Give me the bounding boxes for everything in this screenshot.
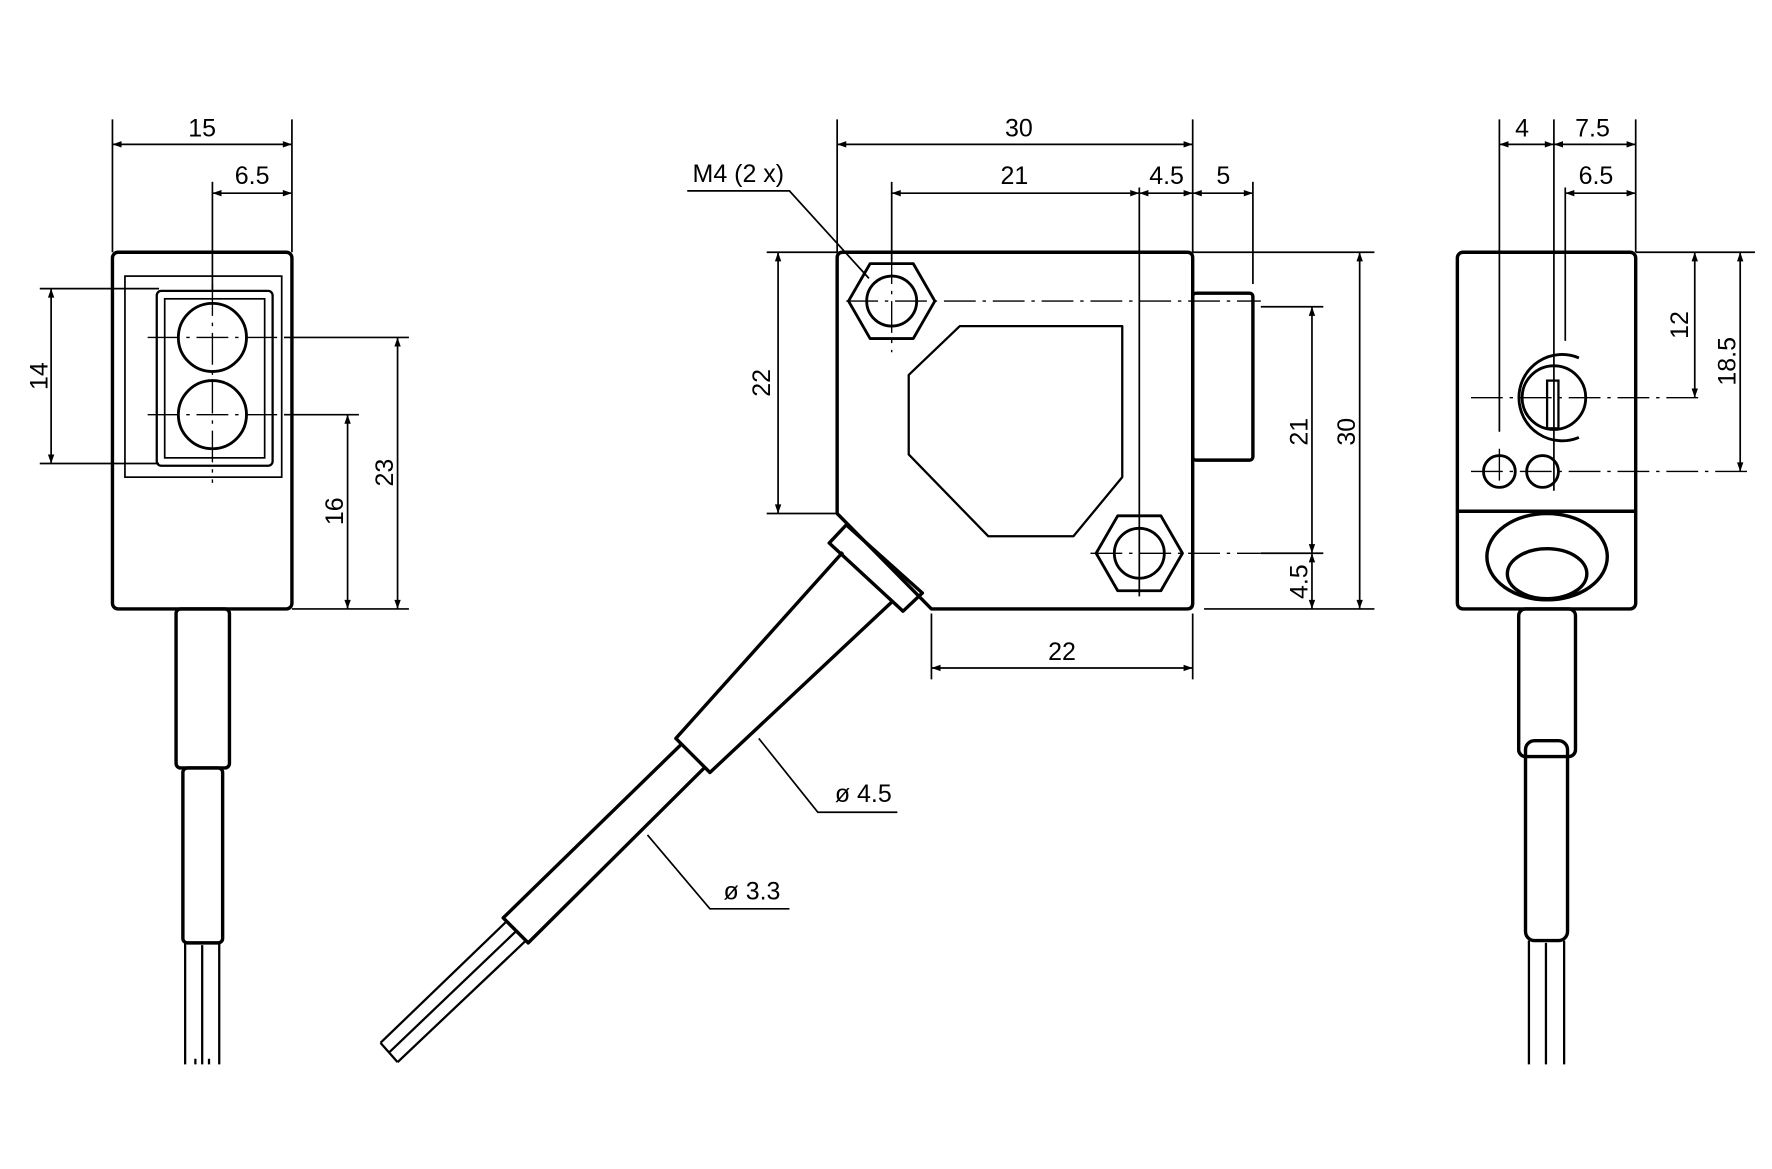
left-dim-height-lower: 16 xyxy=(321,497,349,525)
right-view xyxy=(1455,119,1750,1065)
cable-outer-leader xyxy=(758,737,898,814)
left-dim-offset: 6.5 xyxy=(235,162,270,190)
cable-inner-leader xyxy=(646,834,790,910)
cable-outer-diameter: ø 4.5 xyxy=(835,780,892,808)
right-dim-a: 4 xyxy=(1515,114,1529,142)
left-dim-window: 14 xyxy=(26,362,54,390)
right-dim-b: 7.5 xyxy=(1575,114,1610,142)
front-dim-holes: 21 xyxy=(1000,162,1028,190)
left-dim-height-total: 23 xyxy=(371,459,399,487)
cable-inner-diameter: ø 3.3 xyxy=(724,878,781,906)
left-view xyxy=(110,250,294,1065)
thread-leader xyxy=(687,190,870,279)
thread-note: M4 (2 x) xyxy=(693,160,785,188)
front-dim-bottom-offset: 4.5 xyxy=(1285,564,1313,599)
right-dim-v2: 18.5 xyxy=(1714,337,1742,386)
dimension-lines xyxy=(39,119,1755,910)
right-dim-c: 6.5 xyxy=(1579,162,1614,190)
front-dim-hole-vertical: 21 xyxy=(1285,418,1313,446)
right-dim-v1: 12 xyxy=(1666,311,1694,339)
left-dim-width: 15 xyxy=(188,114,216,142)
front-dim-hole-offset: 4.5 xyxy=(1149,162,1184,190)
front-dim-height: 30 xyxy=(1333,418,1361,446)
front-dim-bottom-width: 22 xyxy=(1048,638,1076,666)
front-dim-left-height: 22 xyxy=(748,369,776,397)
front-dim-width: 30 xyxy=(1005,114,1033,142)
front-dim-connector: 5 xyxy=(1216,162,1230,190)
dimension-labels: 15 6.5 14 23 16 M4 (2 x) 30 21 4.5 5 22 … xyxy=(26,114,1742,905)
front-view xyxy=(379,187,1261,1063)
